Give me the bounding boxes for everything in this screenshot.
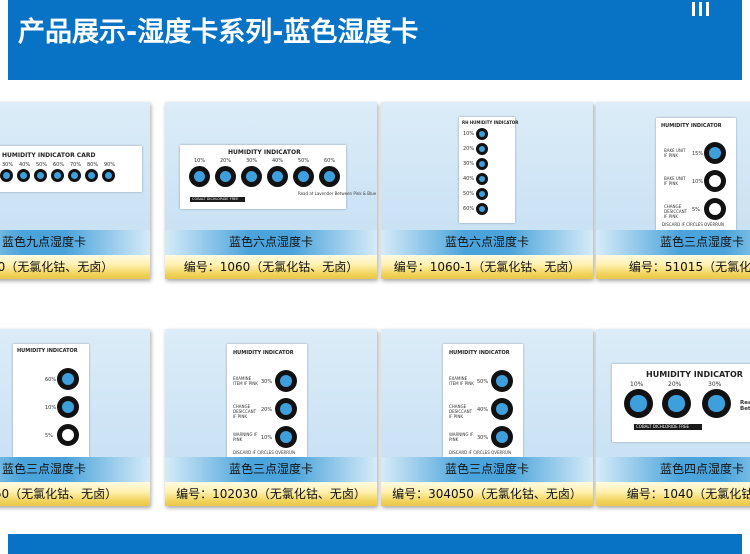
product-card[interactable]: HUMIDITY INDICATOR CARD 30% 40% 50% 60% … <box>0 102 150 279</box>
product-card[interactable]: HUMIDITY INDICATOR 60% 10% 5% 蓝色三点湿度卡 51… <box>0 329 150 506</box>
indicator-dot-icon <box>57 368 79 390</box>
indicator-card-image: HUMIDITY INDICATOR EXAMINE ITEM IF PINK … <box>443 344 523 457</box>
product-image[interactable]: HUMIDITY INDICATOR 10% 20% 30% Read at L… <box>596 329 750 457</box>
indicator-card-image: HUMIDITY INDICATOR 10% 20% 30% 40% 50% 6… <box>180 145 376 209</box>
product-name: 蓝色九点湿度卡 <box>0 230 150 255</box>
indicator-dot-icon <box>476 203 488 215</box>
indicator-dot-icon <box>85 169 98 182</box>
indicator-card-image: HUMIDITY INDICATOR 60% 10% 5% <box>13 344 89 457</box>
indicator-dot-icon <box>704 198 726 220</box>
indicator-dot-icon <box>293 166 314 187</box>
header-banner: 产品展示-湿度卡系列-蓝色湿度卡 <box>8 0 742 80</box>
indicator-dot-icon <box>476 158 488 170</box>
product-card[interactable]: HUMIDITY INDICATOR EXAMINE ITEM IF PINK … <box>165 329 377 506</box>
product-card[interactable]: HUMIDITY INDICATOR 10% 20% 30% 40% 50% 6… <box>165 102 377 279</box>
indicator-dot-icon <box>476 173 488 185</box>
indicator-dot-icon <box>704 142 726 164</box>
product-code: 编号：51015（无氯化钴、 <box>596 255 750 279</box>
banner-logo-icon <box>688 0 714 20</box>
product-name: 蓝色六点湿度卡 <box>165 230 377 255</box>
indicator-dot-icon <box>275 370 297 392</box>
product-image[interactable]: HUMIDITY INDICATOR BAKE UNIT IF PINK BAK… <box>596 102 750 230</box>
indicator-dot-icon <box>102 169 115 182</box>
indicator-dot-icon <box>267 166 288 187</box>
indicator-dot-icon <box>702 389 731 418</box>
card-footer-strip <box>634 424 702 430</box>
product-name: 蓝色三点湿度卡 <box>0 457 150 482</box>
indicator-dot-icon <box>476 143 488 155</box>
product-code: 编号：1040（无氯化钴、无 <box>596 482 750 506</box>
indicator-card-image: HUMIDITY INDICATOR EXAMINE ITEM IF PINK … <box>227 344 307 457</box>
indicator-dot-icon <box>0 169 13 182</box>
product-name: 蓝色六点湿度卡 <box>381 230 593 255</box>
indicator-card-image: HUMIDITY INDICATOR BAKE UNIT IF PINK BAK… <box>656 118 736 230</box>
product-code: 1090（无氯化钴、无卤） <box>0 255 150 279</box>
indicator-dot-icon <box>662 389 691 418</box>
indicator-dot-icon <box>491 426 513 448</box>
indicator-dot-icon <box>319 166 340 187</box>
indicator-dot-icon <box>189 166 210 187</box>
indicator-dot-icon <box>624 389 653 418</box>
indicator-dot-icon <box>17 169 30 182</box>
product-code: 51060（无氯化钴、无卤） <box>0 482 150 506</box>
indicator-dot-icon <box>51 169 64 182</box>
card-footer-strip <box>190 197 245 202</box>
indicator-dot-icon <box>704 170 726 192</box>
product-image[interactable]: HUMIDITY INDICATOR EXAMINE ITEM IF PINK … <box>381 329 593 457</box>
product-image[interactable]: HUMIDITY INDICATOR 10% 20% 30% 40% 50% 6… <box>165 102 377 230</box>
product-card[interactable]: HUMIDITY INDICATOR BAKE UNIT IF PINK BAK… <box>596 102 750 279</box>
product-code: 编号：102030（无氯化钴、无卤） <box>165 482 377 506</box>
product-card[interactable]: RH HUMIDITY INDICATOR 10% 20% 30% 40% 50… <box>381 102 593 279</box>
indicator-card-image: HUMIDITY INDICATOR 10% 20% 30% Read at L… <box>612 364 750 442</box>
indicator-dot-icon <box>476 128 488 140</box>
footer-bar <box>8 534 742 554</box>
product-name: 蓝色三点湿度卡 <box>165 457 377 482</box>
product-name: 蓝色三点湿度卡 <box>381 457 593 482</box>
indicator-dot-icon <box>57 424 79 446</box>
indicator-dot-icon <box>491 370 513 392</box>
indicator-dot-icon <box>491 398 513 420</box>
product-image[interactable]: HUMIDITY INDICATOR CARD 30% 40% 50% 60% … <box>0 102 150 230</box>
product-code: 编号：304050（无氯化钴、无卤） <box>381 482 593 506</box>
product-code: 编号：1060（无氯化钴、无卤） <box>165 255 377 279</box>
product-name: 蓝色四点湿度卡 <box>596 457 750 482</box>
indicator-dot-icon <box>68 169 81 182</box>
indicator-dot-icon <box>34 169 47 182</box>
indicator-card-image: RH HUMIDITY INDICATOR 10% 20% 30% 40% 50… <box>459 117 518 223</box>
product-image[interactable]: RH HUMIDITY INDICATOR 10% 20% 30% 40% 50… <box>381 102 593 230</box>
indicator-dot-icon <box>57 396 79 418</box>
product-name: 蓝色三点湿度卡 <box>596 230 750 255</box>
indicator-dot-icon <box>275 398 297 420</box>
product-code: 编号：1060-1（无氯化钴、无卤） <box>381 255 593 279</box>
product-card[interactable]: HUMIDITY INDICATOR 10% 20% 30% Read at L… <box>596 329 750 506</box>
page-title: 产品展示-湿度卡系列-蓝色湿度卡 <box>18 17 419 48</box>
indicator-dot-icon <box>241 166 262 187</box>
product-image[interactable]: HUMIDITY INDICATOR EXAMINE ITEM IF PINK … <box>165 329 377 457</box>
indicator-dot-icon <box>275 426 297 448</box>
indicator-dot-icon <box>476 188 488 200</box>
product-card[interactable]: HUMIDITY INDICATOR EXAMINE ITEM IF PINK … <box>381 329 593 506</box>
indicator-dot-icon <box>215 166 236 187</box>
product-image[interactable]: HUMIDITY INDICATOR 60% 10% 5% <box>0 329 150 457</box>
indicator-card-image: HUMIDITY INDICATOR CARD 30% 40% 50% 60% … <box>0 146 142 192</box>
